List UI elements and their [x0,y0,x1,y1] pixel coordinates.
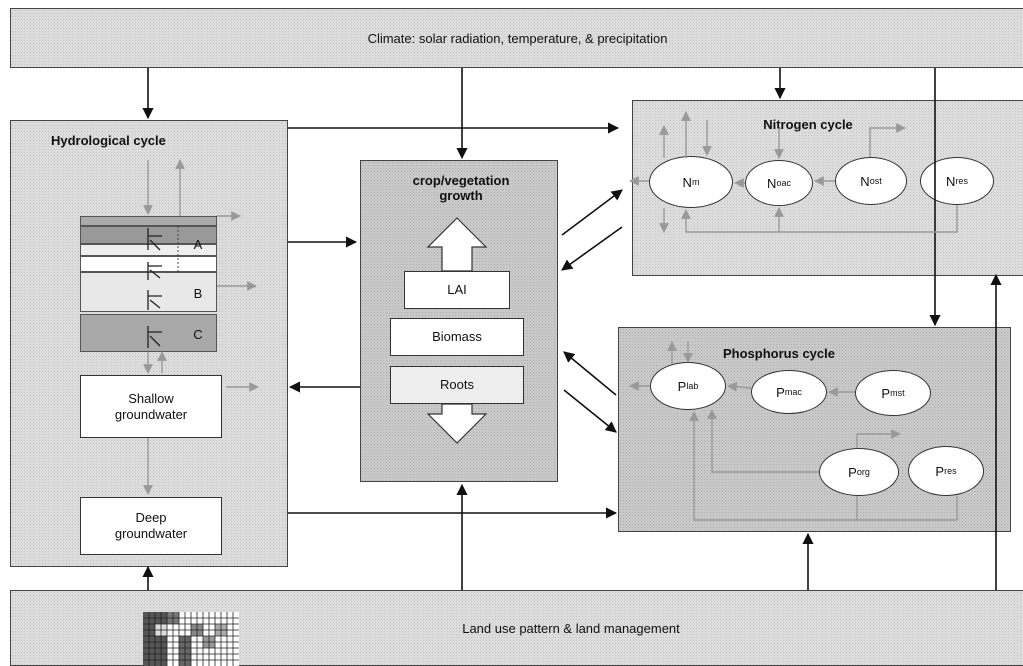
hydrological-cycle-title: Hydrological cycle [51,133,166,148]
soil-layer-top [80,216,217,226]
phosphorus-cycle-box: Phosphorus cycle [618,327,1011,532]
deep-groundwater-box: Deep groundwater [80,497,222,555]
shallow-groundwater-box: Shallow groundwater [80,375,222,438]
roots-label: Roots [440,377,474,392]
lai-label: LAI [447,282,467,297]
lai-box: LAI [404,271,510,309]
climate-box: Climate: solar radiation, temperature, &… [10,8,1023,68]
climate-label: Climate: solar radiation, temperature, &… [367,31,668,46]
arrow-nitrogen-to-crop [561,226,623,271]
soil-layer-a3 [80,256,217,272]
land-use-map-icon [143,612,239,666]
arrow-phosphorus-to-crop [563,351,617,396]
layer-b-label: B [193,286,203,301]
biomass-label: Biomass [432,329,482,344]
arrow-crop-to-phosphorus [563,389,617,433]
land-use-label: Land use pattern & land management [462,621,680,636]
biomass-box: Biomass [390,318,524,356]
crop-growth-title: crop/vegetation growth [412,173,510,203]
layer-a-label: A [193,237,203,252]
layer-c-label: C [193,327,203,342]
arrow-crop-to-nitrogen [561,189,623,236]
deep-groundwater-label: Deep groundwater [114,510,188,541]
nitrogen-cycle-title: Nitrogen cycle [763,117,853,132]
roots-box: Roots [390,366,524,404]
shallow-groundwater-label: Shallow groundwater [114,390,188,422]
phosphorus-cycle-title: Phosphorus cycle [723,346,835,361]
